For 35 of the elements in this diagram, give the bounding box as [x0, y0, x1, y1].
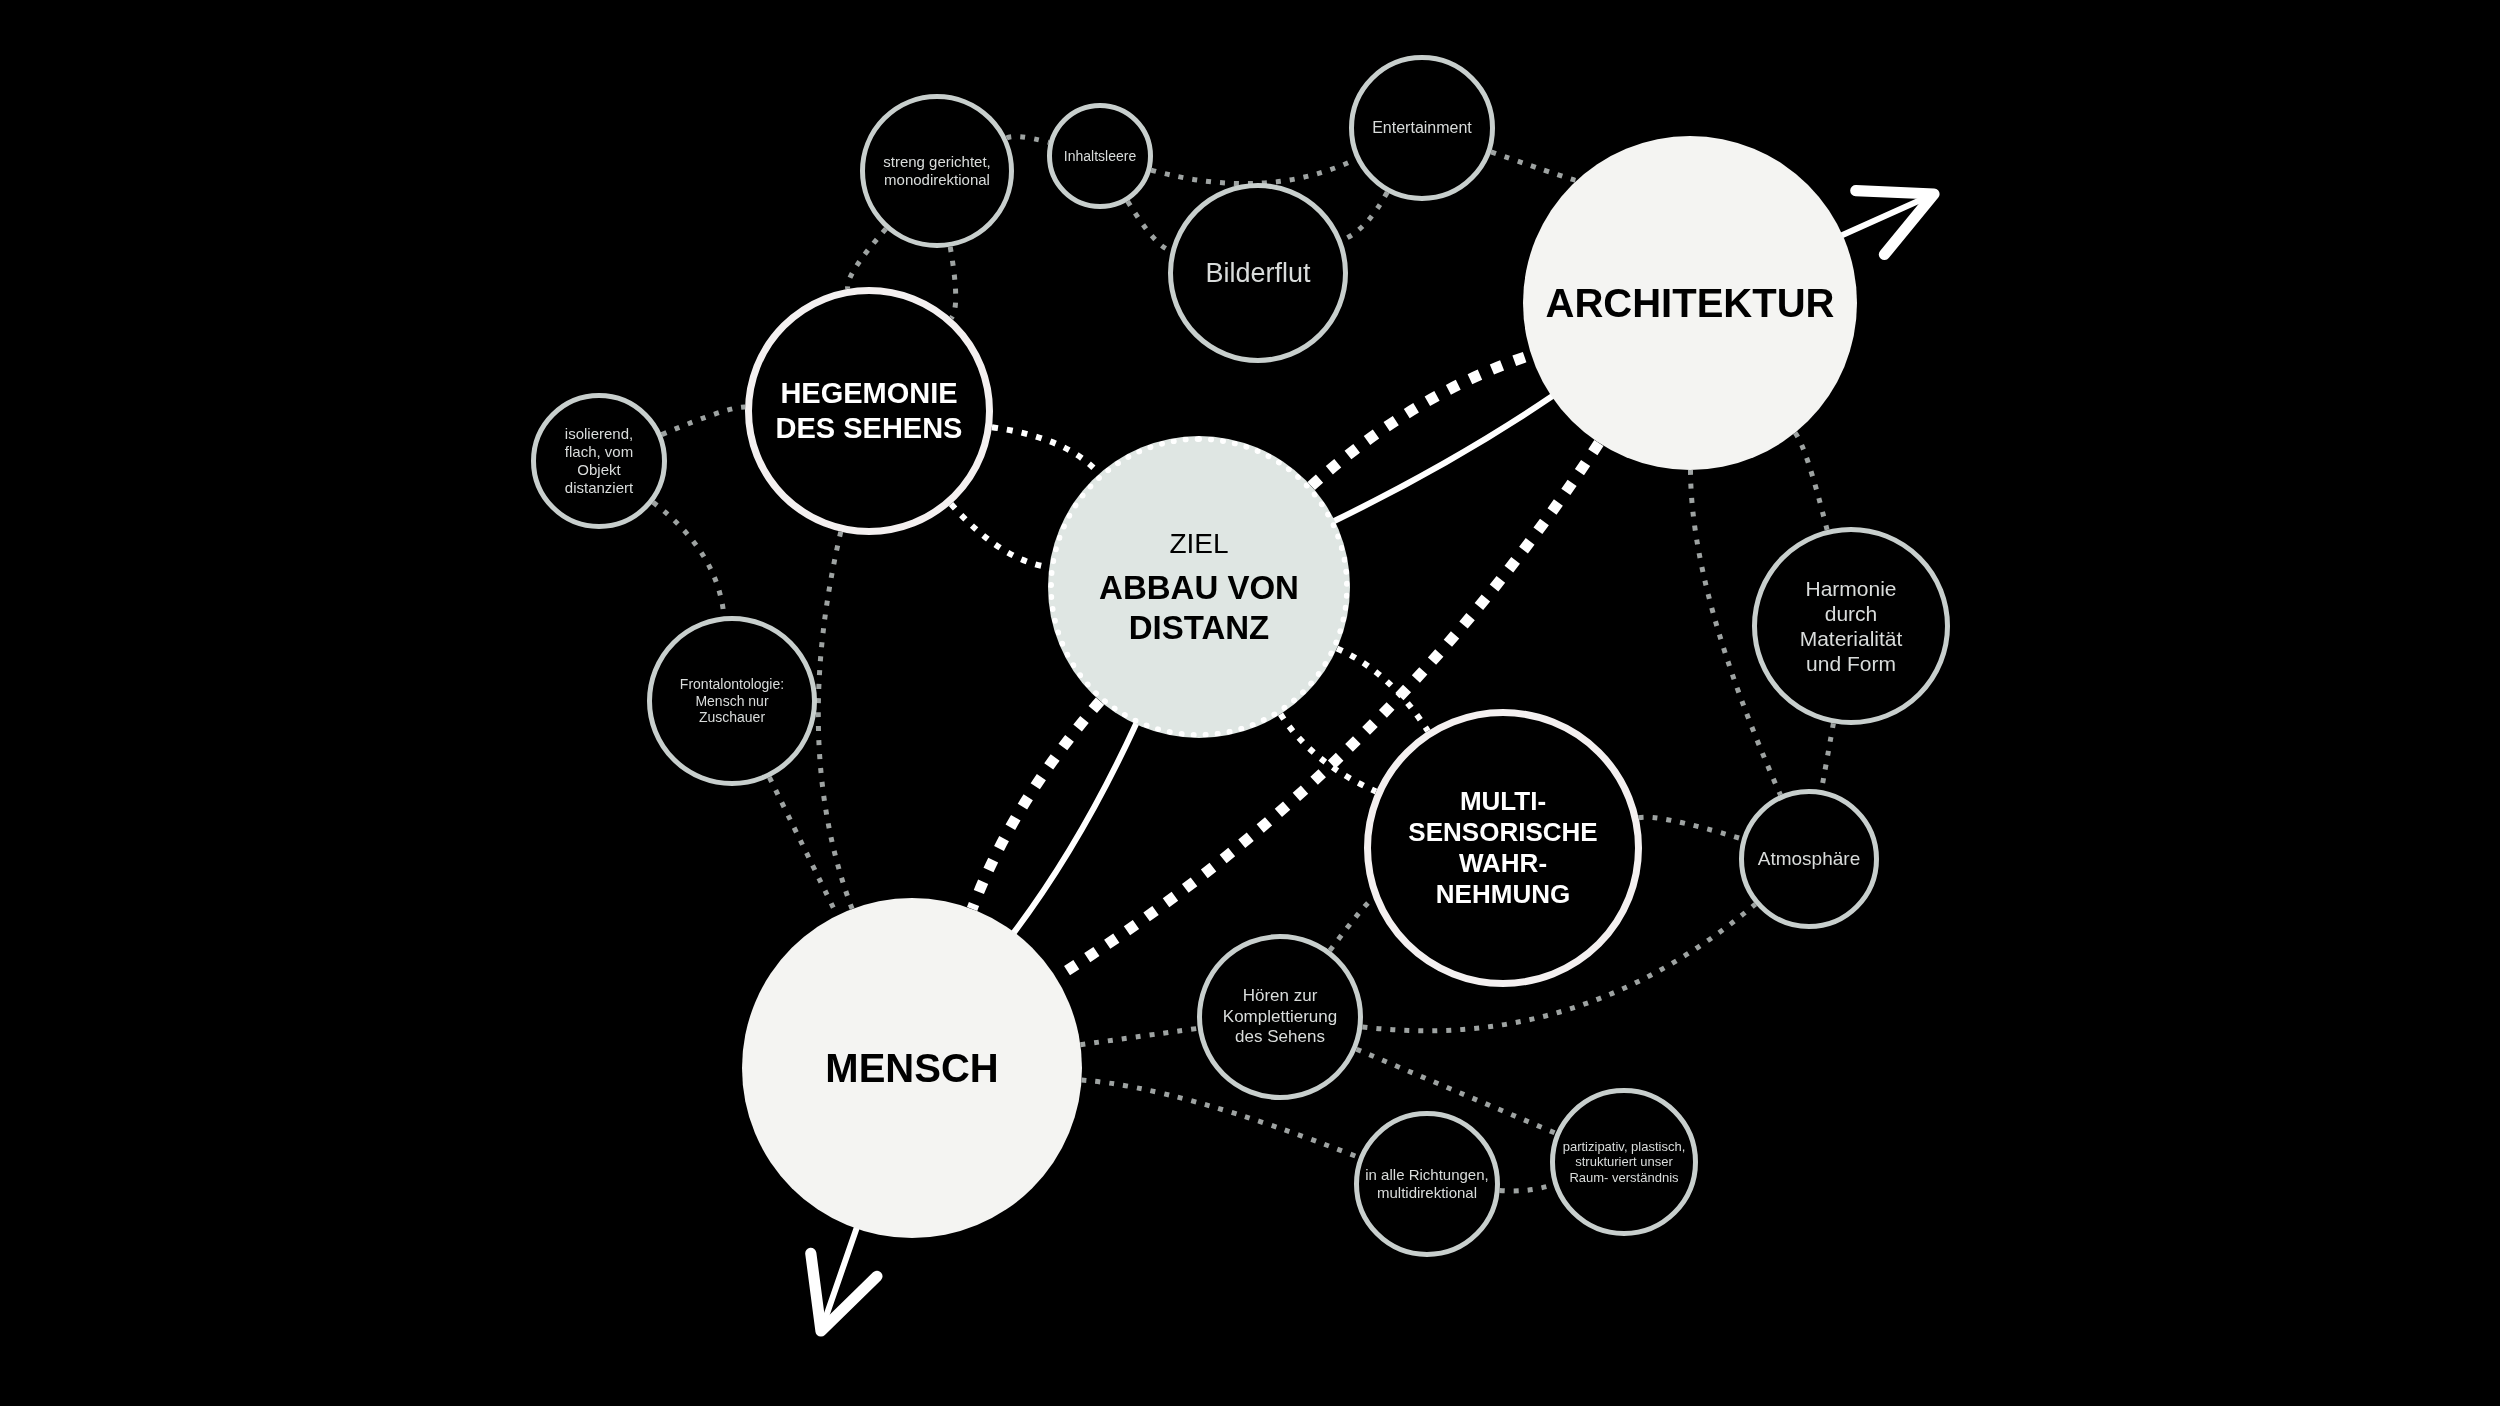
connector-line [1490, 149, 1578, 183]
connector-line [947, 246, 959, 320]
concept-label: MENSCH [825, 1045, 999, 1092]
concept-label: Hören zur Komplettierung des Sehens [1221, 986, 1339, 1048]
concept-label: Harmonie durch Materialität und Form [1798, 575, 1904, 677]
connector-line [1080, 1025, 1199, 1048]
concept-label: streng gerichtet, monodirektional [882, 153, 992, 189]
concept-label: Entertainment [1372, 118, 1472, 138]
concept-label: Inhaltsleere [1063, 147, 1137, 165]
concept-label: Bilderflut [1205, 256, 1311, 290]
connector-line [1278, 712, 1378, 795]
concept-label: Frontalontologie: Mensch nur Zuschauer [678, 675, 786, 727]
connector-line [1005, 134, 1050, 145]
concept-label: HEGEMONIE DES SEHENS [774, 376, 964, 446]
connector-line [1793, 431, 1830, 531]
connector-line [1331, 393, 1555, 524]
concept-label: MULTI- SENSORISCHE WAHR- NEHMUNG [1407, 785, 1599, 911]
connector-line [1362, 902, 1758, 1034]
connector-line [1355, 1046, 1557, 1136]
connector-line [815, 531, 855, 910]
concept-label: ARCHITEKTUR [1545, 280, 1835, 327]
concept-label: Atmosphäre [1757, 847, 1861, 871]
concept-label: isolierend, flach, vom Objekt distanziert [563, 425, 635, 497]
arrow [805, 1225, 883, 1337]
connector-line [845, 227, 888, 289]
connector-line [660, 404, 746, 437]
connector-line [1335, 645, 1431, 733]
arrow [1839, 185, 1940, 261]
concept-label: in alle Richtungen, multidirektional [1364, 1166, 1490, 1202]
concept-label: ABBAU VON DISTANZ [1098, 568, 1300, 648]
connector-line [1011, 721, 1139, 936]
connector-line [1688, 469, 1783, 797]
connector-line [967, 697, 1105, 912]
concept-label: partizipativ, plastisch, strukturiert unser Raum- verständnis [1561, 1138, 1687, 1186]
concept-label: ZIEL [1169, 526, 1229, 561]
